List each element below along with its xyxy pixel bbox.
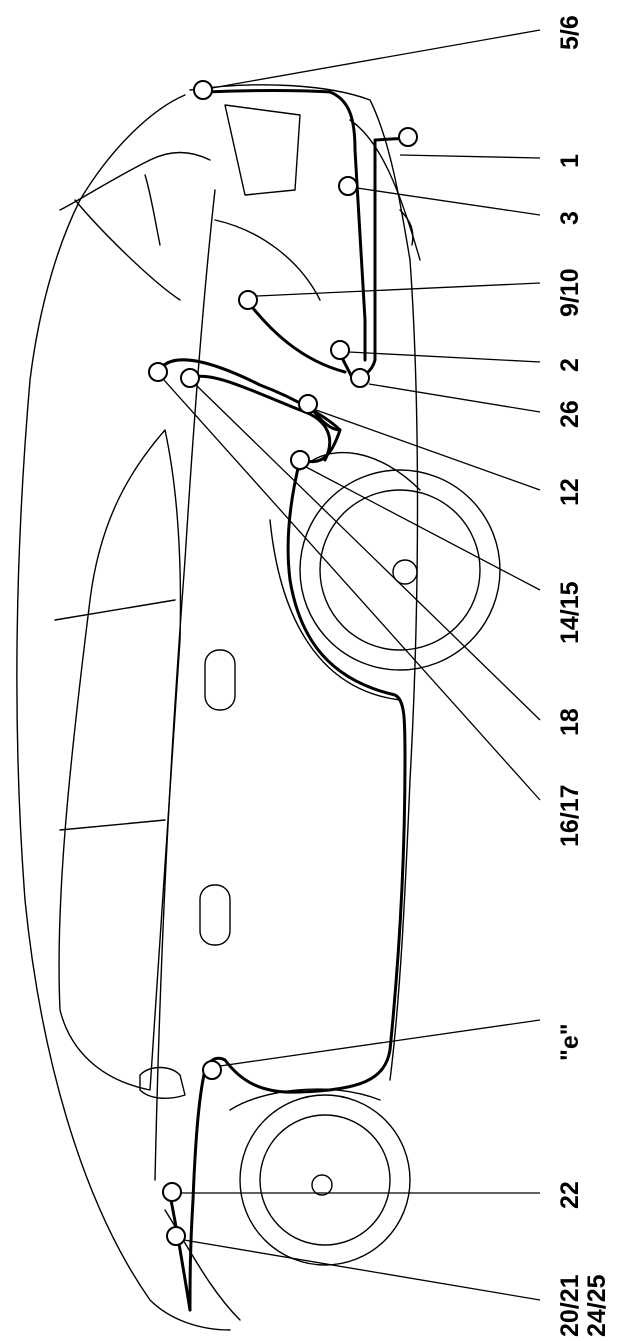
- connectors: [148, 80, 418, 1246]
- label-24-25: 24/25: [583, 1274, 611, 1337]
- car-body-outline: [16, 84, 501, 1331]
- connector-20-21-24-25: [166, 1226, 186, 1246]
- connector-1: [398, 127, 418, 147]
- label-3: 3: [556, 211, 584, 225]
- label-12: 12: [556, 478, 584, 506]
- connector-9-10: [238, 290, 258, 310]
- label-20-21: 20/21: [556, 1274, 584, 1337]
- connector-3: [338, 176, 358, 196]
- connector-26: [350, 368, 370, 388]
- connector-e: [202, 1060, 222, 1080]
- connector-14-15: [290, 450, 310, 470]
- label-2: 2: [556, 358, 584, 372]
- label-26: 26: [556, 400, 584, 428]
- label-16-17: 16/17: [556, 784, 584, 847]
- label-9-10: 9/10: [556, 268, 584, 317]
- label-1: 1: [556, 154, 584, 168]
- connector-12: [298, 394, 318, 414]
- connector-22: [162, 1182, 182, 1202]
- connector-18: [180, 368, 200, 388]
- label-e: "e": [556, 1023, 584, 1061]
- label-5-6: 5/6: [556, 15, 584, 50]
- connector-16-17: [148, 362, 168, 382]
- connector-2: [330, 340, 350, 360]
- label-18: 18: [556, 708, 584, 736]
- wiring-harness: [156, 89, 410, 1312]
- label-14-15: 14/15: [556, 581, 584, 644]
- leader-lines: [163, 29, 541, 1301]
- connector-5-6: [193, 80, 213, 100]
- callout-labels: 5/6 1 3 9/10 2 26 12 14/15 18 16/17 "e" …: [556, 15, 611, 1337]
- label-22: 22: [556, 1181, 584, 1209]
